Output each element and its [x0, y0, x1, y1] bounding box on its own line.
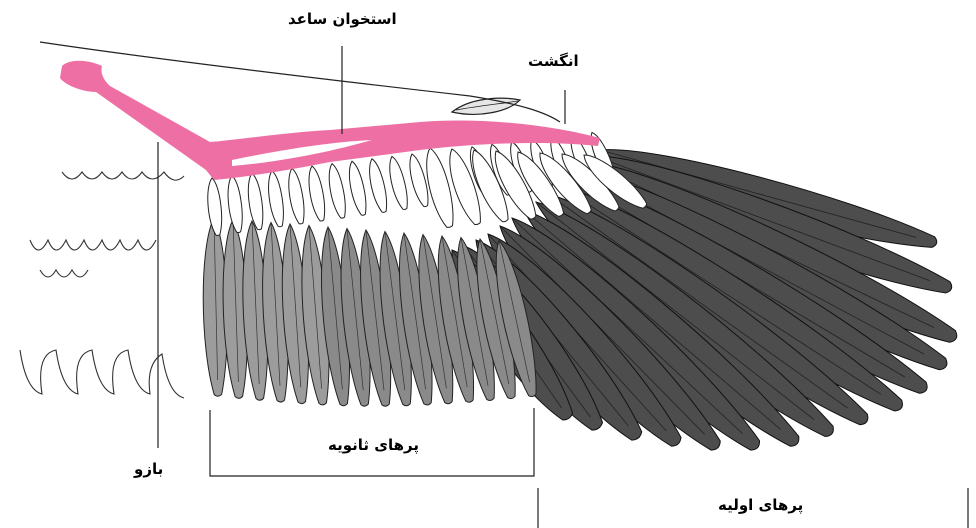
covert-feather-6 [309, 166, 325, 221]
humerus-label: بازو [134, 460, 163, 478]
secondary-feathers-label: پرهای ثانویه [328, 436, 419, 454]
primary-feathers-label: پرهای اولیه [718, 496, 803, 514]
wrist-covert-1 [427, 148, 453, 227]
alula [452, 98, 520, 114]
covert-feather-7 [329, 164, 345, 219]
covert-feather-8 [349, 161, 365, 215]
finger-label: انگشت [528, 52, 579, 70]
covert-feather-4 [269, 171, 284, 227]
covert-feather-11 [410, 154, 428, 207]
covert-feather-10 [390, 156, 407, 209]
covert-feather-3 [248, 173, 262, 229]
covert-feather-9 [370, 159, 387, 213]
downy-outline-1 [62, 172, 184, 180]
downy-feathers-outline [20, 172, 184, 398]
downy-outline-4 [20, 350, 184, 398]
covert-feather-5 [289, 168, 304, 223]
covert-feather-1 [208, 178, 222, 235]
radius-label: استخوان ساعد [288, 10, 397, 28]
downy-outline-2 [30, 240, 156, 250]
covert-feather-2 [228, 176, 242, 233]
downy-outline-3 [40, 270, 88, 277]
